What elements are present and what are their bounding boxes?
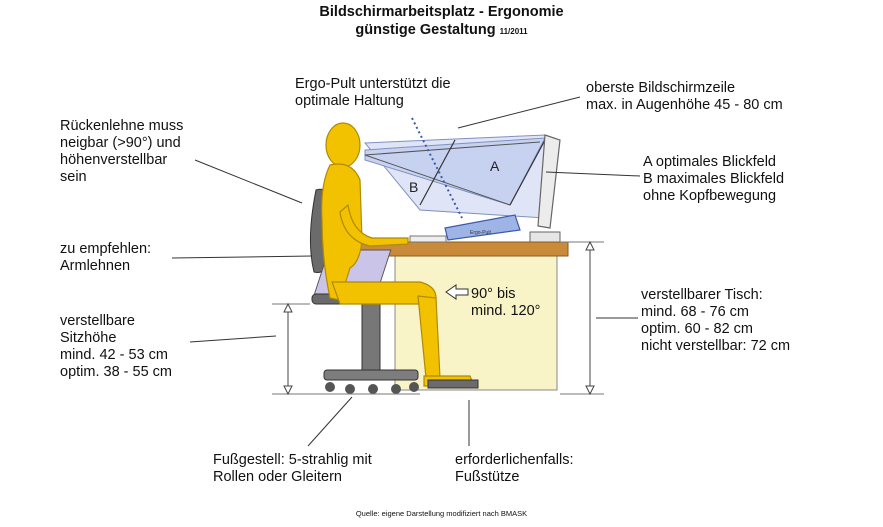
ergo-pult — [444, 214, 521, 241]
desk-body — [394, 254, 558, 391]
page-subtitle: günstige Gestaltung 11/2011 — [0, 21, 883, 41]
chair-wheel — [368, 384, 378, 394]
label-fussgestell: Fußgestell: 5-strahlig mit Rollen oder G… — [213, 452, 372, 485]
subtitle-text: günstige Gestaltung — [355, 22, 496, 38]
angle-arrow — [445, 284, 469, 300]
person-figure — [321, 122, 473, 387]
label-oberste-zeile: oberste Bildschirmzeile max. in Augenhöh… — [586, 80, 783, 113]
label-blickfeld: A optimales Blickfeld B maximales Blickf… — [643, 154, 785, 204]
view-field-label-b: B — [409, 179, 418, 195]
label-ergo-pult: Ergo-Pult unterstützt die optimale Haltu… — [295, 76, 451, 109]
chair-wheel — [345, 384, 355, 394]
chair-wheel — [409, 382, 419, 392]
monitor-screen — [537, 134, 561, 229]
chair-wheel — [325, 382, 335, 392]
label-armlehnen: zu empfehlen: Armlehnen — [60, 241, 152, 274]
label-sitzhoehe: verstellbare Sitzhöhe mind. 42 - 53 cm o… — [60, 313, 173, 380]
chair-wheel — [391, 384, 401, 394]
chair-base — [323, 369, 419, 381]
page-title: Bildschirmarbeitsplatz - Ergonomie — [319, 4, 564, 20]
line-of-sight — [364, 141, 541, 156]
label-tisch: verstellbarer Tisch: mind. 68 - 76 cm op… — [641, 287, 791, 354]
footrest — [427, 379, 479, 389]
ergo-pult-dotted-line — [411, 117, 463, 219]
source-note: Quelle: eigene Darstellung modifiziert n… — [355, 509, 528, 518]
label-fussstuetze: erforderlichenfalls: Fußstütze — [455, 452, 574, 485]
monitor-stand — [529, 231, 561, 243]
view-field-label-a: A — [490, 158, 500, 174]
label-winkel: 90° bis mind. 120° — [471, 286, 541, 319]
subtitle-date: 11/2011 — [499, 27, 528, 36]
chair-column — [361, 303, 381, 371]
label-rueckenlehne: Rückenlehne muss neigbar (>90°) und höhe… — [60, 118, 184, 185]
ergo-pult-label: Ergo-Pult — [470, 230, 491, 236]
keyboard — [409, 235, 447, 243]
